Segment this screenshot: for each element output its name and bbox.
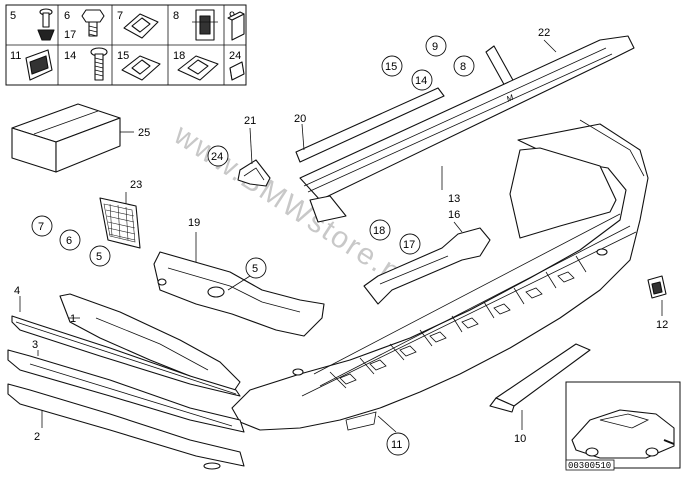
bumper-strip-3 [7,349,245,433]
svg-text:7: 7 [38,221,44,233]
bumper-cover [231,119,649,433]
bumper-trim-1 [59,293,241,395]
circled-callout-18: 18 [369,219,391,241]
nut-15-icon [121,55,161,81]
clip-5-icon [37,8,55,41]
svg-text:6: 6 [66,235,72,247]
circled-callout-15: 15 [381,55,403,77]
upper-trim-panel: M [299,35,635,223]
svg-text:18: 18 [373,225,385,237]
grid-label-14: 14 [64,50,76,62]
grid-label-5: 5 [10,10,16,22]
circled-callout-5-left: 5 [89,245,111,267]
svg-text:15: 15 [385,61,397,73]
callout-23: 23 [130,179,142,191]
nut-18-icon [177,55,219,81]
callout-16: 16 [448,209,460,221]
grid-label-18: 18 [173,50,185,62]
circled-callout-17: 17 [399,233,421,255]
bracket-8-icon [192,9,218,41]
callout-21: 21 [244,115,256,127]
svg-text:5: 5 [252,263,258,275]
callout-19: 19 [188,217,200,229]
svg-text:17: 17 [403,239,415,251]
grid-label-6: 6 [64,10,70,22]
bumper-strip-2 [7,383,245,470]
parts-box [11,103,134,173]
callout-22: 22 [538,27,550,39]
reflector-part-10 [489,343,591,430]
svg-text:M: M [505,93,515,104]
bumper-carrier [363,221,491,305]
small-parts-grid: 5 17 6 7 8 9 11 14 15 18 24 [5,4,247,86]
side-bracket [153,232,325,337]
callout-10: 10 [514,433,526,445]
circled-callout-6: 6 [59,229,81,251]
callout-12: 12 [656,319,668,331]
nut-7-icon [123,13,159,39]
svg-text:11: 11 [391,439,402,451]
grid-label-17: 17 [64,29,76,41]
circled-callout-11: 11 [386,432,410,456]
callout-3: 3 [32,339,38,351]
circled-callout-24: 24 [207,145,229,167]
screw-6-icon [81,9,105,37]
reference-car-thumbnail: 00300510 [565,381,681,471]
svg-text:24: 24 [211,151,223,163]
clip-11-icon [25,49,53,81]
circled-callout-8: 8 [453,55,475,77]
mud-flap [237,127,271,187]
svg-text:5: 5 [96,251,102,263]
circled-callout-7: 7 [31,215,53,237]
bumper-strip-4 [11,296,241,397]
trim-strip-20 [295,87,445,163]
grid-label-15: 15 [117,50,129,62]
callout-1: 1 [70,313,76,325]
grid-label-7: 7 [117,10,123,22]
circled-callout-5-bracket: 5 [227,257,267,291]
callout-20: 20 [294,113,306,125]
callout-25: 25 [138,127,150,139]
pad-24-icon [229,61,245,81]
grid-label-24: 24 [229,50,241,62]
grille-insert [99,192,141,249]
callout-13: 13 [448,193,460,205]
svg-text:9: 9 [432,41,438,53]
circled-callout-9: 9 [425,35,447,57]
circled-callout-14: 14 [411,69,433,91]
grid-label-11: 11 [10,50,21,62]
screw-14-icon [90,47,108,81]
svg-text:14: 14 [415,75,427,87]
callout-2: 2 [34,431,40,443]
callout-4: 4 [14,285,20,297]
reference-code: 00300510 [568,461,611,471]
cover-part-12 [647,275,667,316]
svg-text:8: 8 [460,61,466,73]
cap-9-icon [227,11,245,41]
grid-label-8: 8 [173,10,179,22]
